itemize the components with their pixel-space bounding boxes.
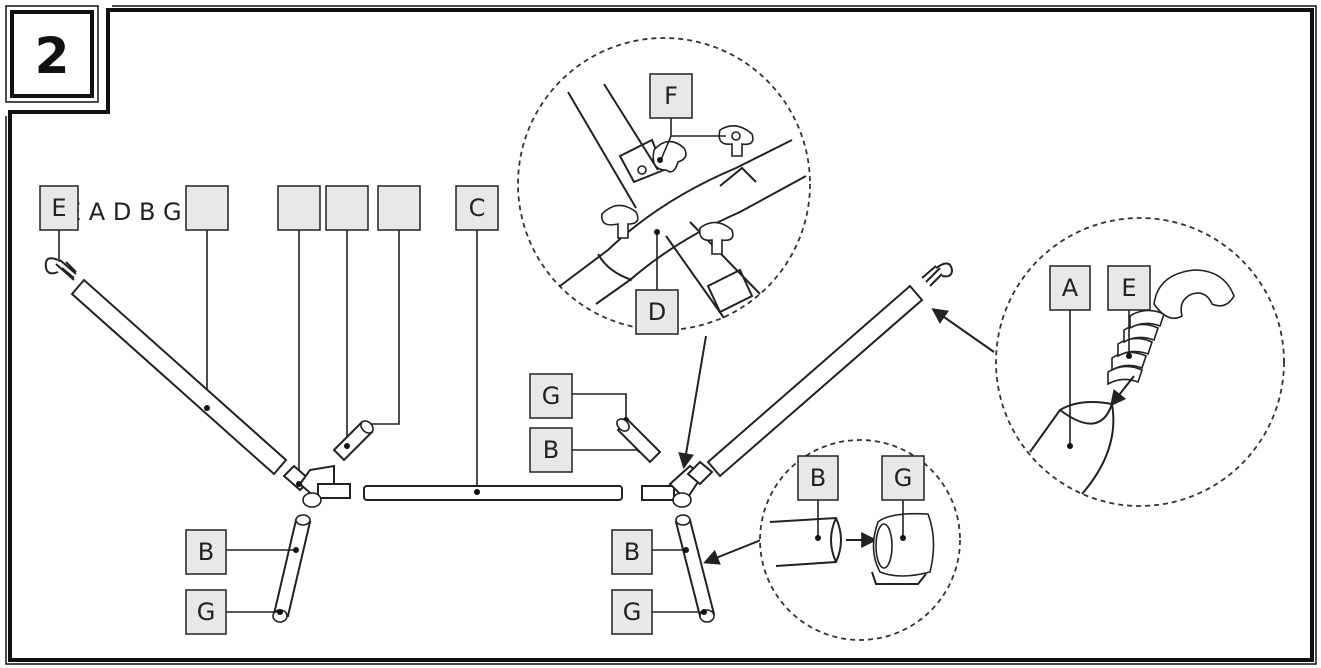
left-hub-joint	[282, 464, 351, 508]
end-cap-detail-callout	[759, 439, 961, 641]
label-b-small-detail: B	[797, 455, 839, 501]
label-b-left-lower: B	[185, 529, 227, 575]
label-g-right-lower: G	[611, 589, 653, 635]
left-short-tube	[332, 420, 374, 462]
label-e-detail: E	[1107, 265, 1151, 311]
svg-text:B: B	[624, 538, 640, 566]
wing-knob-icon	[601, 125, 754, 255]
svg-text:G: G	[623, 598, 642, 626]
step-number: 2	[35, 27, 70, 85]
assembly-sequence: E A D B G	[66, 198, 182, 226]
svg-text:D: D	[648, 298, 666, 326]
svg-text:B: B	[810, 464, 826, 492]
hook-detail-callout	[995, 217, 1285, 507]
empty-label-box-2	[277, 185, 321, 231]
empty-label-box-3	[325, 185, 369, 231]
svg-text:E: E	[1121, 274, 1136, 302]
center-pole	[363, 485, 623, 501]
empty-label-box-4	[377, 185, 421, 231]
label-d-detail: D	[635, 289, 679, 335]
label-b-right-lower: B	[611, 529, 653, 575]
joint-detail-callout	[517, 37, 811, 331]
step-number-badge: 2	[5, 5, 99, 103]
diagram-frame	[5, 5, 1317, 665]
svg-text:A: A	[1062, 274, 1079, 302]
svg-text:B: B	[198, 538, 214, 566]
empty-label-box-1	[185, 185, 229, 231]
left-lower-leg	[272, 514, 312, 623]
right-hub-joint	[641, 460, 714, 508]
svg-text:B: B	[543, 436, 559, 464]
left-long-pole	[70, 278, 288, 476]
label-f-detail: F	[649, 73, 693, 119]
left-bungee-hook-icon	[44, 257, 77, 281]
label-g-left-lower: G	[185, 589, 227, 635]
right-bungee-hook-icon	[921, 262, 954, 287]
top-leader-lines	[58, 230, 478, 492]
label-e-top-left: E	[39, 185, 79, 231]
label-a-detail: A	[1049, 265, 1091, 311]
svg-text:G: G	[197, 598, 216, 626]
right-lower-leg	[674, 514, 716, 623]
label-c-top: C	[455, 185, 499, 231]
right-short-tube	[616, 418, 662, 464]
svg-text:E: E	[51, 194, 66, 222]
spring-coil-icon	[1107, 309, 1165, 386]
svg-text:C: C	[469, 194, 486, 222]
label-g-right-upper: G	[529, 373, 573, 419]
svg-text:F: F	[664, 82, 678, 110]
label-b-right-upper: B	[529, 427, 573, 473]
svg-text:G: G	[894, 464, 913, 492]
label-g-small-detail: G	[881, 455, 925, 501]
right-long-pole	[706, 284, 924, 478]
svg-text:G: G	[542, 382, 561, 410]
